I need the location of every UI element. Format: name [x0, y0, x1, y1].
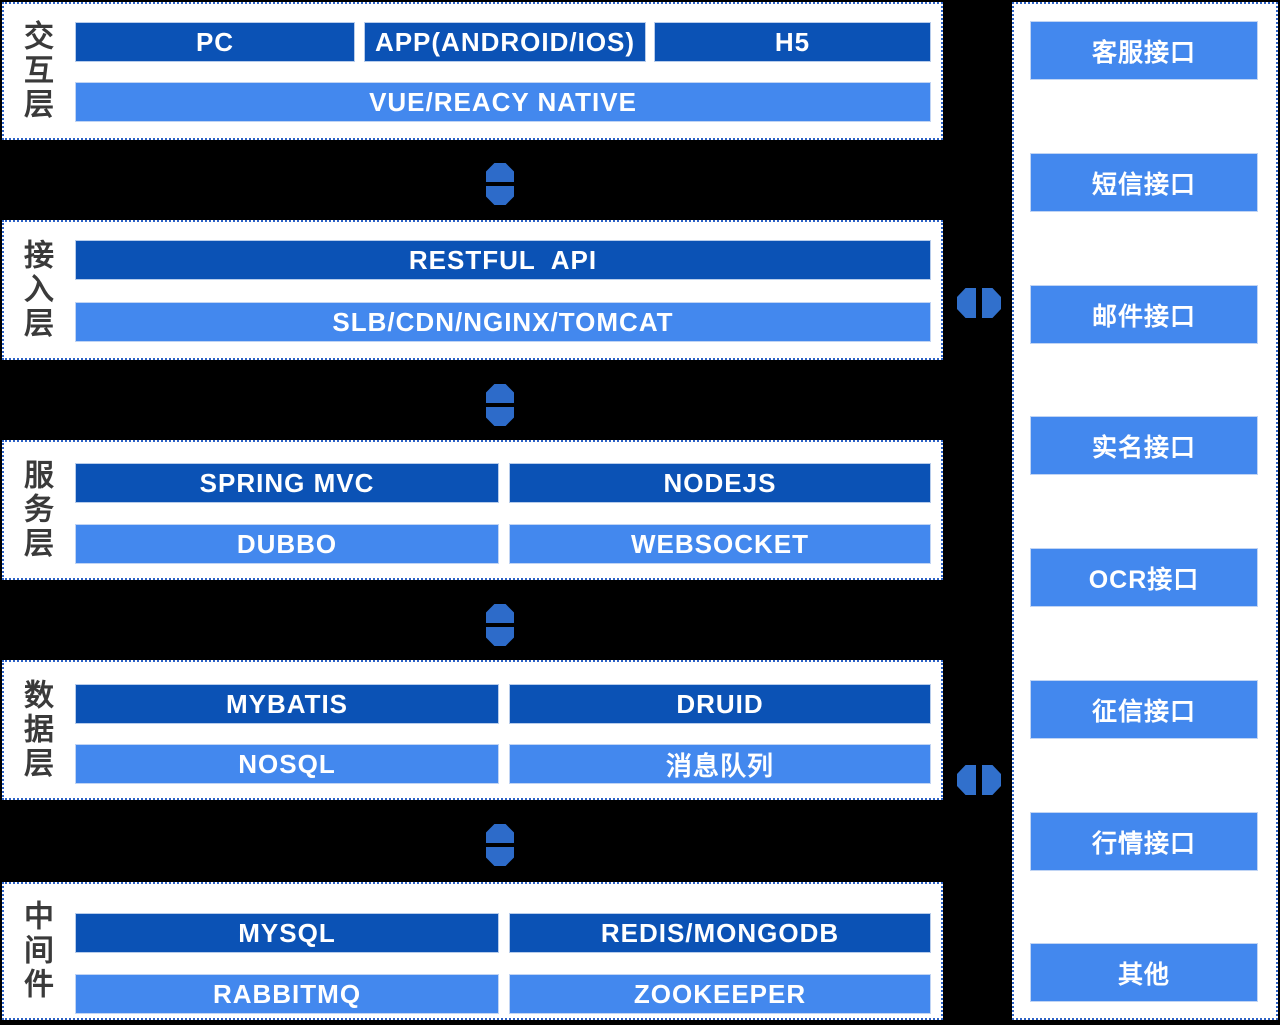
bar-redis-mongodb: REDIS/MONGODB: [509, 913, 931, 953]
layer-label-middleware: 中间件: [19, 900, 52, 1002]
layer-panel-interaction: 交互层 PC APP(ANDROID/IOS) H5 VUE/REACY NAT…: [2, 2, 943, 140]
bar-rabbitmq: RABBITMQ: [75, 974, 499, 1014]
interface-panel: 客服接口 短信接口 邮件接口 实名接口 OCR接口 征信接口 行情接口 其他: [1012, 2, 1278, 1020]
interface-item-sms: 短信接口: [1030, 153, 1258, 212]
up-down-arrow-icon: [486, 604, 514, 646]
bar-pc: PC: [75, 22, 355, 62]
up-down-arrow-icon: [486, 163, 514, 205]
bar-druid: DRUID: [509, 684, 931, 724]
bar-message-queue: 消息队列: [509, 744, 931, 784]
bar-dubbo: DUBBO: [75, 524, 499, 564]
layer-panel-middleware: 中间件 MYSQL REDIS/MONGODB RABBITMQ ZOOKEEP…: [2, 882, 943, 1020]
bar-slb-cdn-nginx-tomcat: SLB/CDN/NGINX/TOMCAT: [75, 302, 931, 342]
layer-label-data: 数据层: [19, 679, 52, 781]
interface-item-email: 邮件接口: [1030, 285, 1258, 344]
layer-panel-service: 服务层 SPRING MVC NODEJS DUBBO WEBSOCKET: [2, 440, 943, 580]
up-down-arrow-icon: [486, 384, 514, 426]
interface-item-other: 其他: [1030, 943, 1258, 1002]
bar-app-android-ios: APP(ANDROID/IOS): [364, 22, 646, 62]
interface-item-credit: 征信接口: [1030, 680, 1258, 739]
bar-spring-mvc: SPRING MVC: [75, 463, 499, 503]
interface-item-market-quotes: 行情接口: [1030, 812, 1258, 871]
left-right-arrow-icon: [957, 765, 1001, 795]
layer-label-access: 接入层: [19, 239, 52, 341]
bar-mybatis: MYBATIS: [75, 684, 499, 724]
bar-websocket: WEBSOCKET: [509, 524, 931, 564]
bar-h5: H5: [654, 22, 931, 62]
bar-nodejs: NODEJS: [509, 463, 931, 503]
left-right-arrow-icon: [957, 288, 1001, 318]
bar-mysql: MYSQL: [75, 913, 499, 953]
bar-zookeeper: ZOOKEEPER: [509, 974, 931, 1014]
bar-restful-api: RESTFUL API: [75, 240, 931, 280]
layer-label-service: 服务层: [19, 459, 52, 561]
layer-panel-data: 数据层 MYBATIS DRUID NOSQL 消息队列: [2, 660, 943, 800]
layer-panel-access: 接入层 RESTFUL API SLB/CDN/NGINX/TOMCAT: [2, 220, 943, 360]
layer-label-interaction: 交互层: [19, 20, 52, 122]
bar-nosql: NOSQL: [75, 744, 499, 784]
up-down-arrow-icon: [486, 824, 514, 866]
interface-item-real-name: 实名接口: [1030, 416, 1258, 475]
bar-vue-react-native: VUE/REACY NATIVE: [75, 82, 931, 122]
interface-item-customer-service: 客服接口: [1030, 21, 1258, 80]
interface-item-ocr: OCR接口: [1030, 548, 1258, 607]
